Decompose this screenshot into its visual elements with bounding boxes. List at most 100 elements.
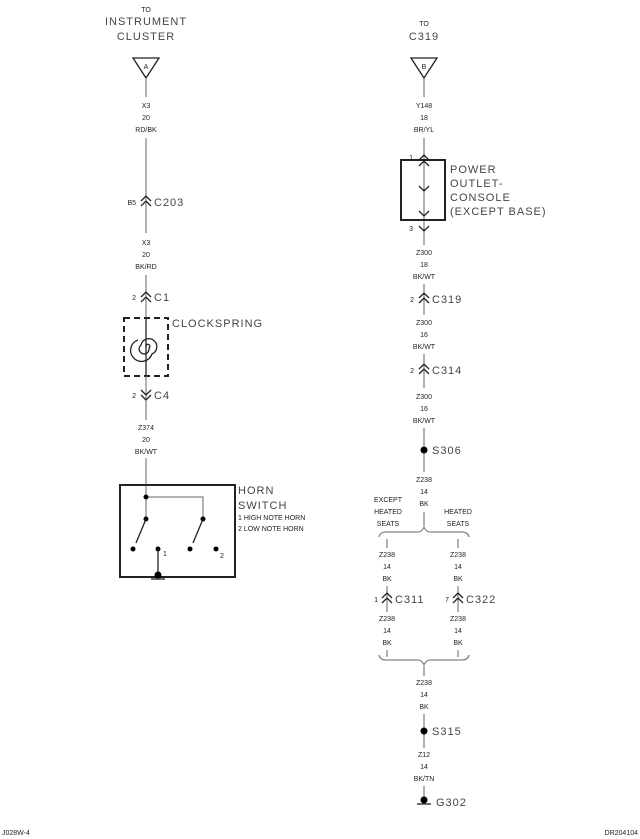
wire-gauge: 18 [420, 115, 428, 122]
connector-pin: 2 [132, 295, 136, 302]
wire-gauge: 14 [420, 764, 428, 771]
wire-code: X3 [142, 240, 151, 247]
connector-name: C319 [432, 294, 462, 306]
wire-gauge: 20 [142, 252, 150, 259]
wire-color: BK [453, 576, 463, 583]
wire-code: Y148 [416, 103, 432, 110]
horn-switch-title: SWITCH [238, 500, 287, 512]
splice-name: S306 [432, 445, 462, 457]
wire-gauge: 16 [420, 332, 428, 339]
contact-label: 2 [220, 553, 224, 560]
connector-icon [418, 292, 430, 304]
wire-gauge: 14 [420, 489, 428, 496]
clockspring-label: CLOCKSPRING [172, 318, 263, 330]
connector-pin: 2 [132, 393, 136, 400]
wire-code: Z374 [138, 425, 154, 432]
dest-to: TO [419, 21, 429, 28]
outlet-label: POWER [450, 164, 497, 176]
branch-brace [378, 525, 470, 538]
dest-label: INSTRUMENT [105, 16, 187, 28]
wire-gauge: 16 [420, 406, 428, 413]
wire-gauge: 18 [420, 262, 428, 269]
drawing-number: DR204104 [605, 830, 639, 837]
branch-label: HEATED [374, 509, 402, 516]
wire-code: Z238 [379, 552, 395, 559]
connector-name: C322 [466, 594, 496, 606]
branch-label: EXCEPT [374, 497, 403, 504]
outlet-label: CONSOLE [450, 192, 511, 204]
wire-gauge: 20 [142, 437, 150, 444]
power-outlet-circuit: TO C319 B Y148 18 BR/YL 1 3 POWER OUTLET… [374, 21, 547, 809]
wire-gauge: 14 [383, 628, 391, 635]
branch-label: HEATED [444, 509, 472, 516]
outlet-label: OUTLET- [450, 178, 503, 190]
outlet-label: (EXCEPT BASE) [450, 206, 547, 218]
wire-code: Z238 [379, 616, 395, 623]
splice-name: S315 [432, 726, 462, 738]
dest-label: C319 [409, 31, 439, 43]
connector-icon [140, 389, 152, 401]
horn-legend: 1 HIGH NOTE HORN [238, 515, 305, 522]
connector-name: C314 [432, 365, 462, 377]
connector-icon [381, 592, 464, 604]
wire-color: RD/BK [135, 127, 157, 134]
wire-color: BK/WT [413, 274, 436, 281]
connector-icon [418, 363, 430, 375]
connector-name: C4 [154, 390, 170, 402]
ground-icon [420, 796, 428, 804]
wire-color: BK [382, 576, 392, 583]
wire-color: BK/WT [413, 344, 436, 351]
wire-color: BK [453, 640, 463, 647]
connector-triangle-icon [409, 57, 439, 80]
figure-id: J028W-4 [2, 830, 30, 837]
wire-code: X3 [142, 103, 151, 110]
wire-code: Z238 [450, 616, 466, 623]
branch-label: SEATS [447, 521, 470, 528]
wire-color: BK [419, 501, 429, 508]
wire-gauge: 14 [420, 692, 428, 699]
wire-code: Z238 [450, 552, 466, 559]
horn-circuit: TO INSTRUMENT CLUSTER A X3 20 RD/BK B5 C… [105, 7, 305, 580]
connector-triangle-icon [131, 57, 161, 80]
connector-name: C1 [154, 292, 170, 304]
wire-color: BK/RD [135, 264, 156, 271]
connector-pin: 2 [410, 297, 414, 304]
dest-to: TO [141, 7, 151, 14]
connector-pin: 7 [445, 597, 449, 604]
connector-icon [140, 195, 152, 207]
connector-pin: B5 [127, 200, 136, 207]
splice-icon [420, 446, 428, 454]
wire-color: BK/WT [413, 418, 436, 425]
outlet-terminal-icon [418, 154, 430, 232]
branch-label: SEATS [377, 521, 400, 528]
wire-color: BK [419, 704, 429, 711]
triangle-marker: A [144, 64, 149, 71]
connector-pin: 2 [410, 368, 414, 375]
contact-label: 1 [163, 551, 167, 558]
wire-code: Z12 [418, 752, 430, 759]
ground-name: G302 [436, 797, 467, 809]
connector-pin: 1 [374, 597, 378, 604]
connector-name: C311 [395, 594, 424, 606]
connector-icon [140, 291, 152, 303]
triangle-marker: B [422, 64, 427, 71]
connector-name: C203 [154, 197, 184, 209]
outlet-pin: 1 [409, 155, 413, 162]
wire-gauge: 14 [454, 564, 462, 571]
wire-code: Z300 [416, 320, 432, 327]
wire-gauge: 14 [454, 628, 462, 635]
wire-color: BR/YL [414, 127, 434, 134]
dest-label: CLUSTER [117, 31, 175, 43]
wire-color: BK [382, 640, 392, 647]
horn-switch-title: HORN [238, 485, 274, 497]
wire-color: BK/WT [135, 449, 158, 456]
wire-code: Z300 [416, 394, 432, 401]
clockspring-icon [129, 338, 158, 363]
outlet-pin: 3 [409, 226, 413, 233]
wire-code: Z238 [416, 680, 432, 687]
wire-code: Z238 [416, 477, 432, 484]
wire-gauge: 14 [383, 564, 391, 571]
wire-color: BK/TN [414, 776, 435, 783]
power-outlet-box [400, 159, 446, 221]
